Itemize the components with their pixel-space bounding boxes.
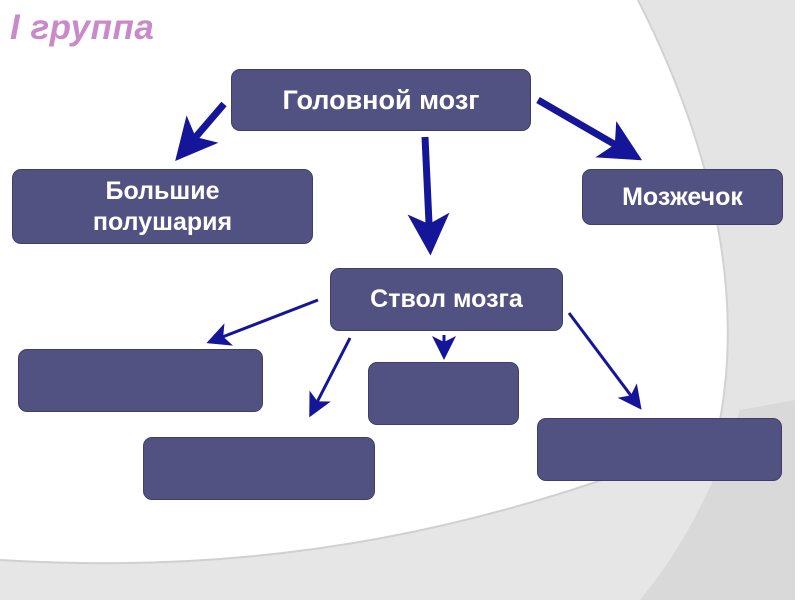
node-cerebellum: Мозжечок [582, 169, 783, 225]
node-blank-3 [368, 362, 519, 425]
slide-title: I группа [10, 8, 155, 47]
node-brain-label: Головной мозг [282, 84, 480, 115]
node-brainstem-label: Ствол мозга [370, 285, 523, 313]
node-hemispheres: Большие полушария [12, 169, 313, 244]
node-hemispheres-label-line2: полушария [92, 207, 233, 236]
node-blank-4 [537, 418, 782, 481]
background-curve-bottom [0, 400, 800, 600]
node-hemispheres-label-line1: Большие [105, 176, 220, 205]
node-cerebellum-label: Мозжечок [622, 182, 743, 211]
node-blank-2 [143, 437, 375, 500]
node-blank-1 [18, 349, 263, 412]
node-brain: Головной мозг [231, 69, 531, 131]
node-brainstem: Ствол мозга [330, 268, 563, 331]
